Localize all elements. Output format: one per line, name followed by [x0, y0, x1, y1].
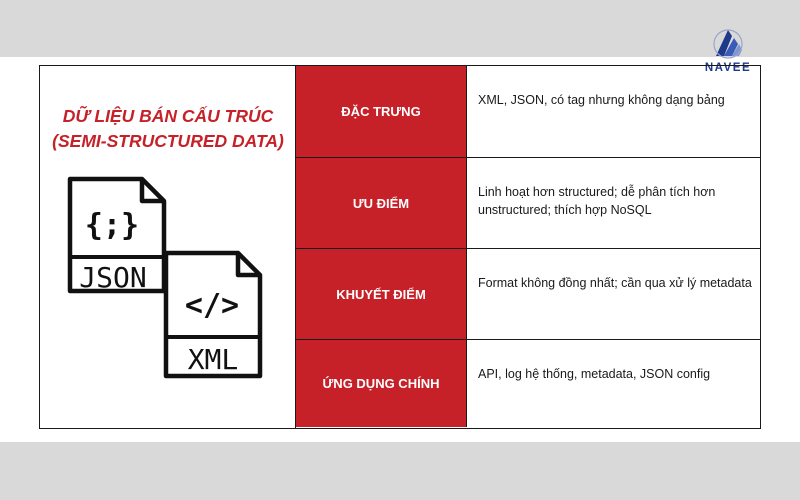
row-label: KHUYẾT ĐIỂM — [296, 249, 467, 339]
comparison-table: DỮ LIỆU BÁN CẤU TRÚC (SEMI-STRUCTURED DA… — [39, 65, 761, 429]
row-label: ỨNG DỤNG CHÍNH — [296, 340, 467, 427]
page-title: DỮ LIỆU BÁN CẤU TRÚC (SEMI-STRUCTURED DA… — [40, 104, 296, 154]
json-file-icon: {;} JSON — [67, 176, 167, 294]
row-text: Linh hoạt hơn structured; dễ phân tích h… — [478, 185, 716, 217]
row-text: XML, JSON, có tag nhưng không dạng bảng — [478, 93, 725, 107]
xml-symbol: </> — [185, 288, 239, 323]
table-row: KHUYẾT ĐIỂM Format không đồng nhất; cần … — [296, 248, 760, 339]
row-text: API, log hệ thống, metadata, JSON config — [478, 367, 711, 381]
json-symbol: {;} — [85, 208, 139, 243]
title-line-1: DỮ LIỆU BÁN CẤU TRÚC — [62, 106, 274, 126]
navee-logo-mark — [713, 29, 743, 59]
json-label: JSON — [79, 261, 146, 294]
title-line-2: (SEMI-STRUCTURED DATA) — [52, 131, 284, 151]
xml-label: XML — [188, 343, 239, 376]
row-label: ƯU ĐIỂM — [296, 158, 467, 248]
xml-file-icon: </> XML — [163, 250, 263, 379]
file-icons: {;} JSON </> XML — [67, 176, 263, 379]
row-label: ĐẶC TRƯNG — [296, 66, 467, 157]
row-text: Format không đồng nhất; cần qua xử lý me… — [478, 276, 752, 290]
table-row: ỨNG DỤNG CHÍNH API, log hệ thống, metada… — [296, 339, 760, 427]
title-cell: DỮ LIỆU BÁN CẤU TRÚC (SEMI-STRUCTURED DA… — [40, 66, 296, 428]
table-row: ƯU ĐIỂM Linh hoạt hơn structured; dễ phâ… — [296, 157, 760, 248]
table-row: ĐẶC TRƯNG XML, JSON, có tag nhưng không … — [296, 66, 760, 157]
